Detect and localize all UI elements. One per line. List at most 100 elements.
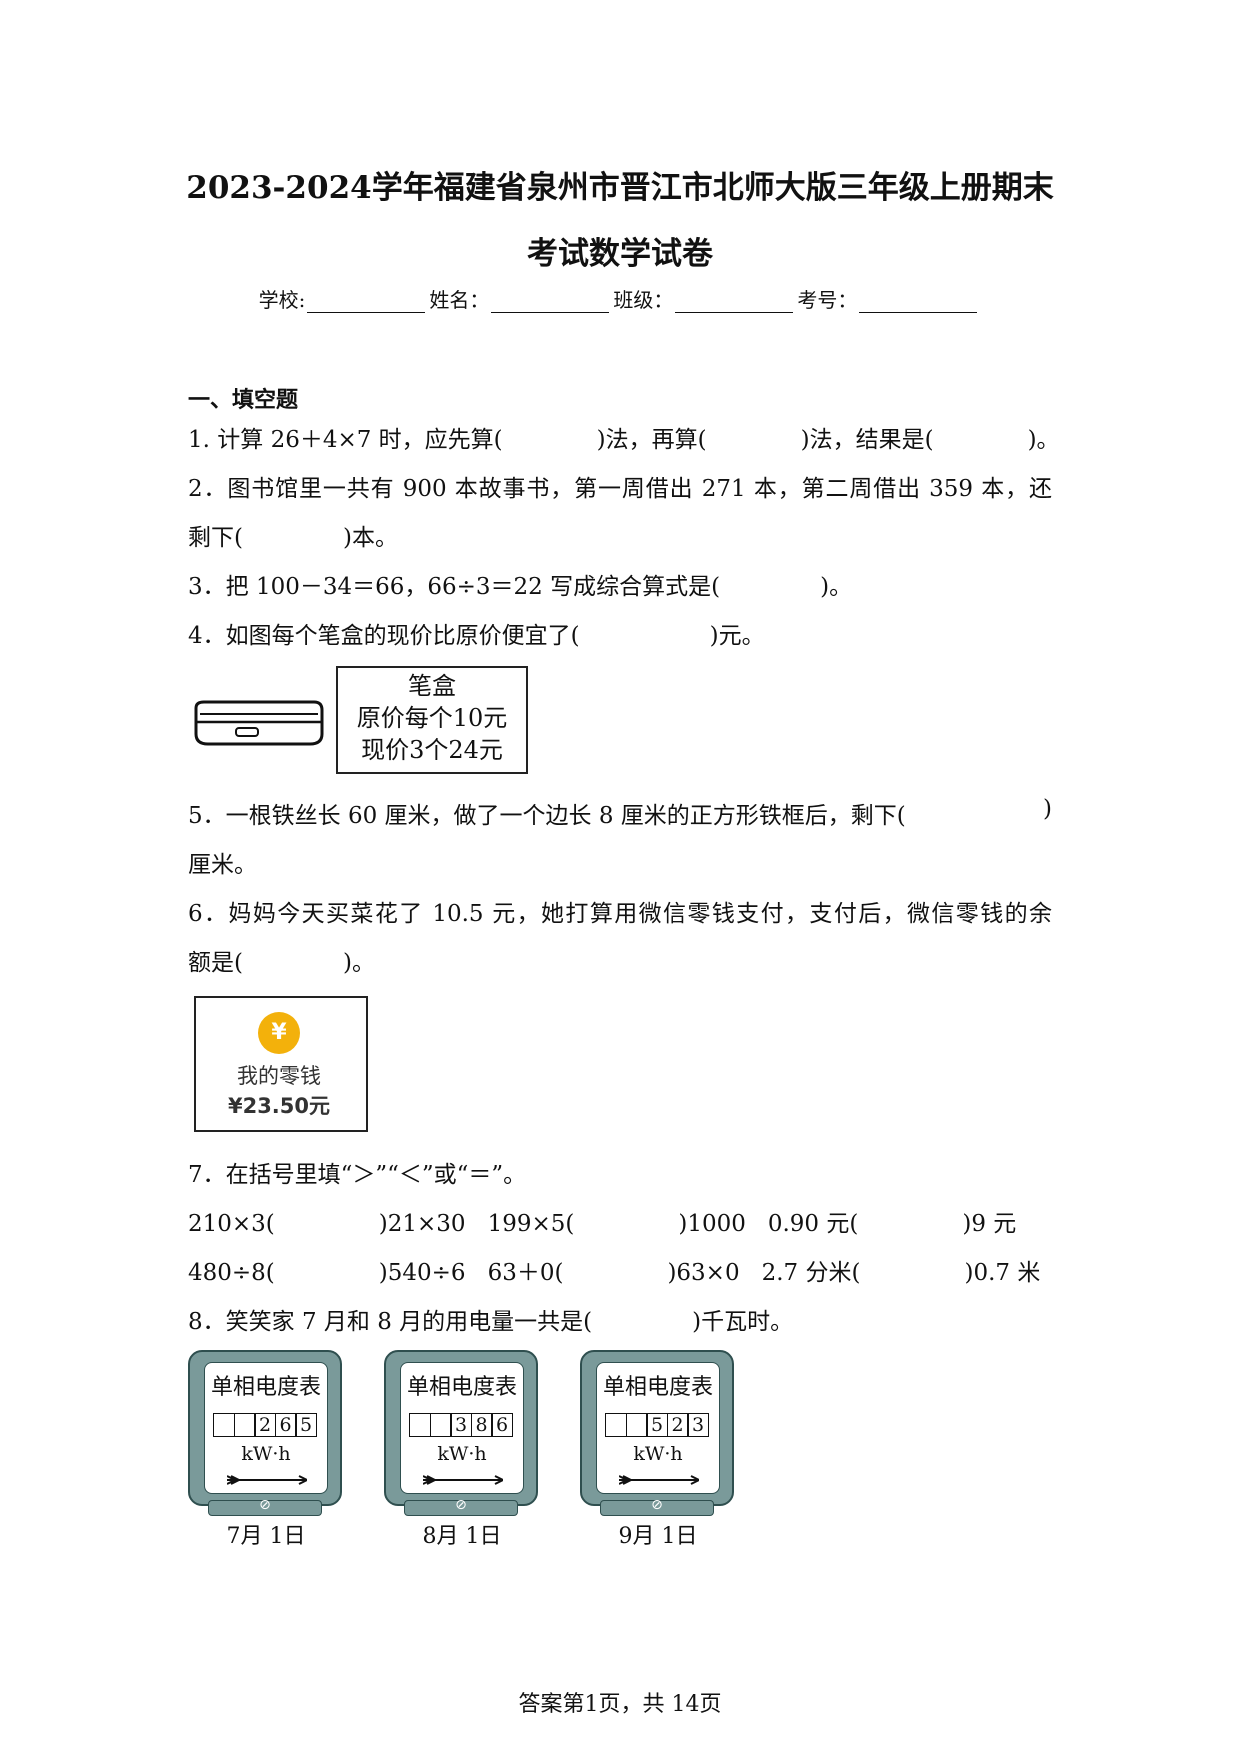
- question-6-line-1: 6．妈妈今天买菜花了 10.5 元，她打算用微信零钱支付，支付后，微信零钱的余: [188, 901, 1052, 927]
- q7-r2-b2: )63×0: [667, 1260, 740, 1286]
- q1-text-a: 1. 计算 26＋4×7 时，应先算(: [188, 427, 503, 453]
- name-label: 姓名：: [429, 288, 490, 312]
- meter-date-september: 9月 1日: [618, 1524, 698, 1549]
- pencil-card-current-price: 现价3个24元: [361, 736, 503, 764]
- q2-text-b: )本。: [342, 525, 398, 551]
- title-line-1: 2023-2024学年福建省泉州市晋江市北师大版三年级上册期末: [186, 170, 1054, 206]
- question-2-line-1: 2．图书馆里一共有 900 本故事书，第一周借出 271 本，第二周借出 359…: [188, 476, 1052, 502]
- meter-unit: kW·h: [437, 1443, 487, 1465]
- meter-digit: 5: [646, 1413, 668, 1437]
- q6-text-a: 额是(: [188, 950, 243, 976]
- q7-r1-b3: )9 元: [962, 1211, 1017, 1237]
- pencil-card-original-price: 原价每个10元: [356, 704, 508, 732]
- meter-base-symbol: ⊘: [651, 1497, 663, 1513]
- question-8: 8．笑笑家 7 月和 8 月的用电量一共是( )千瓦时。: [188, 1302, 793, 1336]
- meter-digit: [409, 1413, 431, 1437]
- q8-text-b: )千瓦时。: [692, 1309, 794, 1335]
- meter-base: ⊘: [404, 1497, 518, 1516]
- question-3: 3．把 100－34＝66，66÷3＝22 写成综合算式是( )。: [188, 567, 852, 601]
- title-line-2: 考试数学试卷: [527, 236, 713, 272]
- meter-digit: 2: [666, 1413, 689, 1437]
- q7-r2-a3: 2.7 分米(: [761, 1260, 861, 1286]
- q3-text-a: 3．把 100－34＝66，66÷3＝22 写成综合算式是(: [188, 574, 721, 600]
- q5-text-b: ): [1043, 796, 1052, 822]
- meter-arrow-icon: [423, 1475, 503, 1485]
- meter-digit: 2: [254, 1413, 276, 1437]
- wallet-balance-card: ¥ 我的零钱 ¥23.50元: [194, 996, 368, 1132]
- school-blank[interactable]: [307, 292, 426, 313]
- meter-digit: [233, 1413, 256, 1437]
- meter-unit: kW·h: [633, 1443, 683, 1465]
- meter-digit: 6: [274, 1413, 297, 1437]
- pencil-case-price-card: 笔盒 原价每个10元 现价3个24元: [336, 666, 528, 774]
- meter-digit: [625, 1413, 648, 1437]
- q7-r1-a1: 210×3(: [188, 1211, 275, 1237]
- q7-r1-a2: 199×5(: [487, 1211, 575, 1237]
- q2-text-a: 剩下(: [188, 525, 243, 551]
- q1-text-c: )法，结果是(: [800, 427, 934, 453]
- meter-title: 单相电度表: [602, 1375, 713, 1400]
- meter-base: ⊘: [208, 1497, 322, 1516]
- meter-base-symbol: ⊘: [455, 1497, 467, 1513]
- meter-digit: [429, 1413, 452, 1437]
- meter-digit: [605, 1413, 627, 1437]
- q4-text-a: 4．如图每个笔盒的现价比原价便宜了(: [188, 623, 580, 649]
- q8-text-a: 8．笑笑家 7 月和 8 月的用电量一共是(: [188, 1309, 593, 1335]
- q7-r2-b1: )540÷6: [378, 1260, 466, 1286]
- q3-text-b: )。: [820, 574, 853, 600]
- number-blank[interactable]: [859, 292, 978, 313]
- meter-title: 单相电度表: [210, 1375, 321, 1400]
- question-7-title: 7．在括号里填“＞”“＜”或“＝”。: [188, 1162, 527, 1188]
- school-label: 学校:: [258, 288, 306, 312]
- question-2-line-2: 剩下( )本。: [188, 518, 398, 552]
- question-6-line-2: 额是( )。: [188, 943, 375, 977]
- page-footer: 答案第1页，共 14页: [518, 1692, 722, 1717]
- meter-digit: 8: [470, 1413, 493, 1437]
- question-7-row-1: 210×3( )21×30 199×5( )1000 0.90 元( )9 元: [188, 1204, 1016, 1238]
- q4-text-b: )元。: [709, 623, 765, 649]
- q7-r2-a1: 480÷8(: [188, 1260, 275, 1286]
- meter-arrow-icon: [227, 1475, 307, 1485]
- q5-text-a: 5．一根铁丝长 60 厘米，做了一个边长 8 厘米的正方形铁框后，剩下(: [188, 803, 906, 829]
- question-5-line-1: 5．一根铁丝长 60 厘米，做了一个边长 8 厘米的正方形铁框后，剩下(): [188, 796, 1052, 830]
- section-heading: 一、填空题: [188, 388, 299, 413]
- q1-text-b: )法，再算(: [596, 427, 707, 453]
- meter-arrow-icon: [619, 1475, 699, 1485]
- question-4: 4．如图每个笔盒的现价比原价便宜了( )元。: [188, 616, 765, 650]
- meter-unit: kW·h: [241, 1443, 291, 1465]
- pencil-card-title: 笔盒: [408, 672, 456, 700]
- q7-r2-a2: 63＋0(: [487, 1260, 564, 1286]
- name-blank[interactable]: [491, 292, 610, 313]
- meter-digit: [213, 1413, 235, 1437]
- meter-title: 单相电度表: [406, 1375, 517, 1400]
- number-label: 考号：: [797, 288, 858, 312]
- q7-r1-b2: )1000: [678, 1211, 746, 1237]
- q7-r1-b1: )21×30: [378, 1211, 466, 1237]
- q7-r1-a3: 0.90 元(: [767, 1211, 859, 1237]
- class-blank[interactable]: [675, 292, 794, 313]
- q1-text-d: )。: [1027, 427, 1060, 453]
- yuan-coin-icon: ¥: [258, 1012, 300, 1054]
- q6-text-b: )。: [342, 950, 375, 976]
- meter-digit: 3: [450, 1413, 472, 1437]
- wallet-amount: ¥23.50元: [227, 1094, 331, 1118]
- meter-digit: 3: [687, 1413, 709, 1437]
- meter-date-august: 8月 1日: [422, 1524, 502, 1549]
- question-1: 1. 计算 26＋4×7 时，应先算( )法，再算( )法，结果是( )。: [188, 420, 1060, 454]
- pencil-case-icon: [194, 700, 324, 746]
- meter-base-symbol: ⊘: [259, 1497, 271, 1513]
